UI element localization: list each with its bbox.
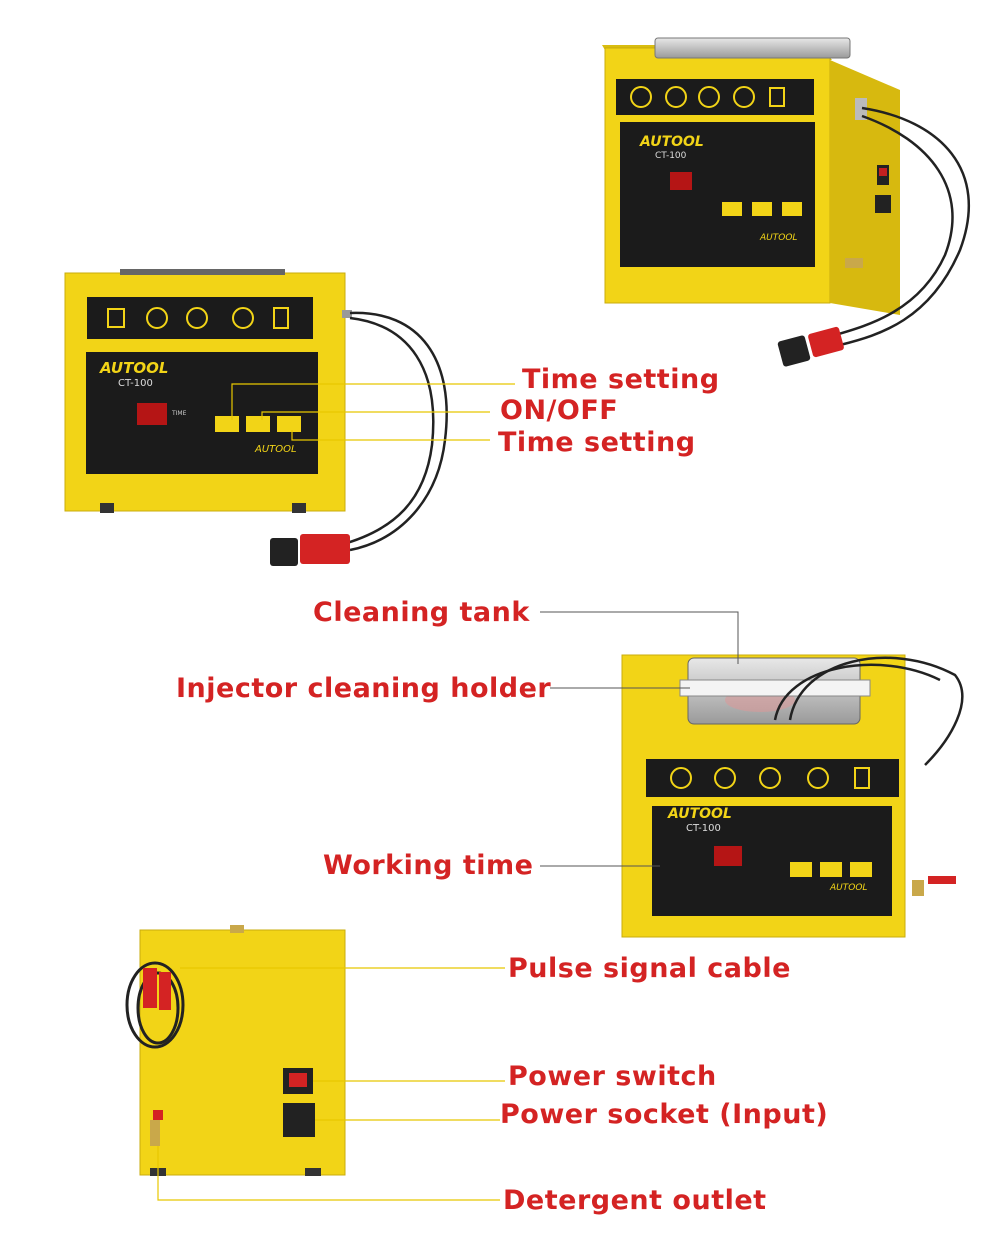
leader-lines-back	[157, 967, 505, 1201]
label-power-switch: Power switch	[508, 1061, 717, 1092]
time-display	[137, 403, 167, 425]
label-detergent-outlet: Detergent outlet	[503, 1185, 767, 1216]
leader-lines-front	[231, 383, 515, 441]
label-on-off: ON/OFF	[500, 395, 619, 426]
unit-top-right: AUTOOL CT-100 AUTOOL	[602, 37, 971, 367]
label-pulse-signal-cable: Pulse signal cable	[508, 953, 791, 984]
time-decrease-button	[215, 416, 239, 432]
svg-text:CT-100: CT-100	[655, 151, 687, 161]
leader-lines-tank	[540, 611, 739, 867]
label-time-setting-1: Time setting	[522, 364, 720, 395]
brand-logo: AUTOOL	[667, 806, 732, 822]
label-time-setting-2: Time setting	[498, 427, 696, 458]
unit-front-view: AUTOOL CT-100 TIME AUTOOL	[64, 269, 448, 566]
label-power-socket: Power socket (Input)	[500, 1099, 829, 1130]
unit-open-tank: AUTOOL CT-100 AUTOOL	[621, 654, 964, 938]
label-working-time: Working time	[323, 850, 534, 881]
brand-logo: AUTOOL	[99, 359, 168, 377]
svg-text:TIME: TIME	[171, 410, 187, 417]
power-socket	[283, 1103, 315, 1137]
label-cleaning-tank: Cleaning tank	[313, 597, 530, 628]
time-increase-button	[277, 416, 301, 432]
svg-text:AUTOOL: AUTOOL	[254, 444, 297, 455]
unit-back-view	[125, 925, 346, 1176]
svg-text:CT-100: CT-100	[118, 378, 153, 389]
svg-text:AUTOOL: AUTOOL	[829, 883, 867, 893]
svg-text:AUTOOL: AUTOOL	[759, 233, 797, 243]
on-off-button	[246, 416, 270, 432]
injector-holder	[679, 679, 871, 697]
svg-text:CT-100: CT-100	[686, 823, 721, 834]
label-injector-holder: Injector cleaning holder	[176, 673, 552, 704]
brand-logo: AUTOOL	[639, 134, 704, 150]
detergent-outlet	[150, 1120, 160, 1146]
